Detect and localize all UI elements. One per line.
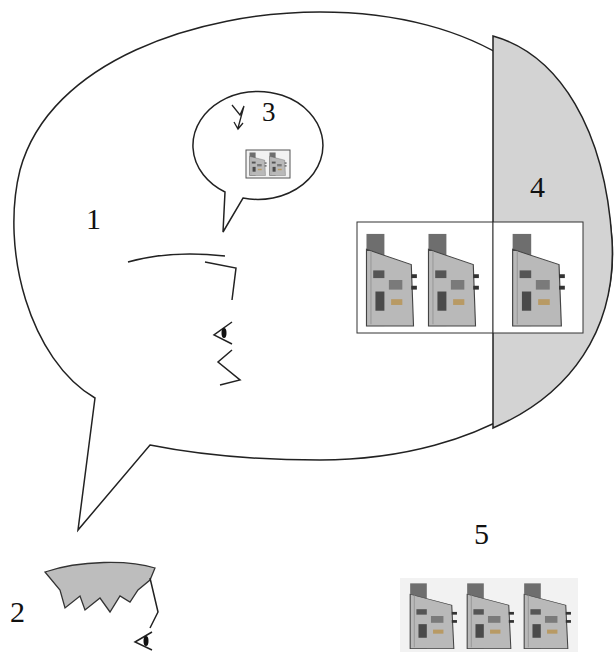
outline-path (193, 91, 323, 232)
callout-number: 2 (10, 597, 25, 627)
module-photo-small (246, 150, 290, 178)
label-holder: 5 (474, 519, 489, 549)
module-image (366, 234, 416, 326)
module-image (270, 152, 287, 175)
eye-pupil (144, 636, 149, 646)
module-image (410, 583, 457, 648)
module-photo (400, 578, 578, 652)
module-image (467, 583, 514, 648)
eye-line (214, 322, 232, 344)
mouth-line (218, 350, 240, 385)
nose-line (205, 262, 236, 300)
module-photo-frame (493, 222, 583, 333)
nose-line (150, 578, 158, 628)
label-holder: 2 (10, 597, 25, 627)
module-image (250, 152, 267, 175)
outline-path (493, 36, 612, 428)
callout-number: 3 (262, 99, 276, 126)
module-photo-frame (357, 222, 493, 333)
outline-path (14, 12, 613, 530)
module-image (428, 234, 478, 326)
arrow-mark (232, 105, 244, 129)
module-image (524, 583, 571, 648)
face-sketch (128, 254, 240, 385)
callout-number: 1 (86, 204, 101, 234)
forehead-line (128, 254, 225, 262)
hair-shape (45, 562, 155, 612)
callout-number: 4 (530, 172, 545, 202)
module-image (513, 234, 565, 326)
callout-number: 5 (474, 519, 489, 549)
eye-pupil (222, 328, 227, 338)
eye-line (135, 632, 152, 650)
